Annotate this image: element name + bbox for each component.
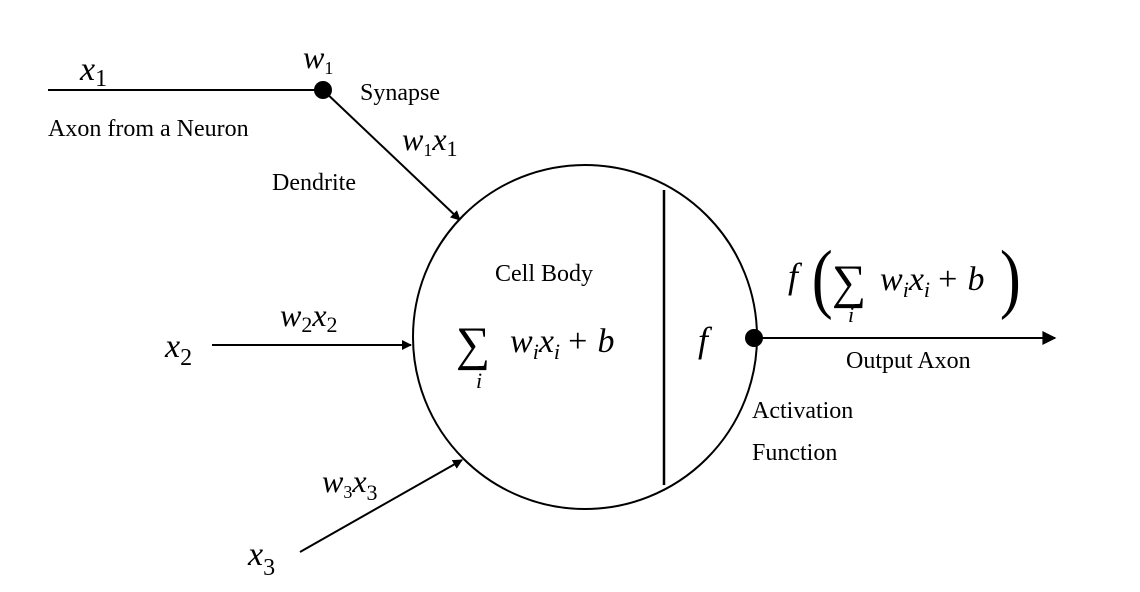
output-summation-sign: ∑ [832,256,866,309]
dendrite-label: Dendrite [272,170,356,196]
synapse-label: Synapse [360,80,440,106]
cell-body-label: Cell Body [495,261,593,287]
weight-w1-label: w1 [303,39,333,78]
input-x3-arrow [299,459,463,553]
summation-index: i [476,368,482,393]
output-weighted-sum: wixi+ b [880,261,984,302]
axon-label: Axon from a Neuron [48,116,249,142]
input-x1-label: x1 [79,51,107,92]
summation-sign: ∑ [456,318,490,371]
close-paren: ) [1000,236,1021,321]
dendrite-arrow [322,89,461,221]
input-x2-label: x2 [164,328,192,371]
output-summation-index: i [848,302,854,327]
input-x3-label: x3 [247,536,275,581]
output-formula: f ( ∑ i wixi+ b ) [788,236,1021,327]
cell-body-formula: ∑ i wixi+ b [456,318,614,393]
weighted-input-w3x3: w3x3 [322,463,378,505]
weighted-sum-expression: wixi+ b [510,323,614,364]
weighted-input-w2x2: w2x2 [280,297,338,337]
output-f: f [788,256,803,296]
output-axon-label: Output Axon [846,348,971,374]
open-paren: ( [812,236,833,321]
activation-label-line2: Function [752,440,837,466]
weighted-input-w1x1: w1x1 [402,121,458,161]
activation-label-line1: Activation [752,398,853,424]
